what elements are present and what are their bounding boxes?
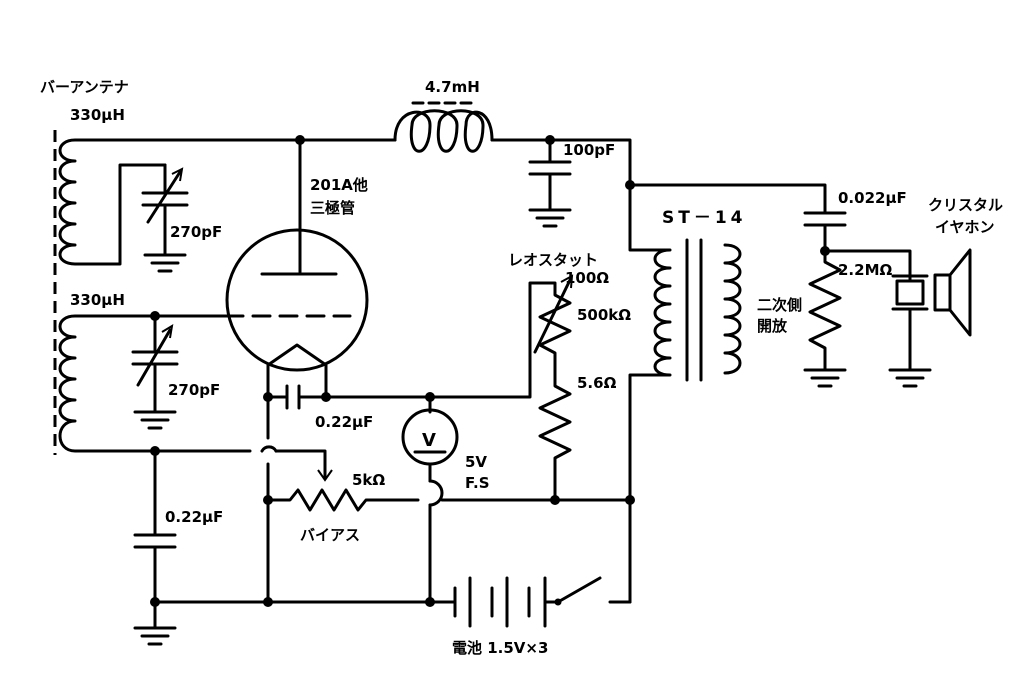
label-tube-name: 201A他 [310,176,368,194]
antenna-coil-1 [58,138,302,266]
label-coupling-cap: 0.022μF [838,189,907,207]
voltmeter [401,395,459,604]
label-plate-resistor: 500kΩ [577,306,631,324]
junction-dots [150,135,830,607]
label-secondary-2: 開放 [757,317,788,335]
coupling-capacitor [803,211,847,253]
crystal-earphone [888,248,972,388]
label-c1: 270pF [170,223,222,241]
label-bar-antenna: バーアンテナ [40,78,129,96]
label-bias: バイアス [300,526,360,544]
label-earphone-2: イヤホン [935,218,995,236]
load-resistor [803,249,847,388]
ground-capacitor [133,449,177,646]
label-earphone-1: クリスタル [928,196,1003,214]
series-resistor [538,370,572,502]
label-transformer: ST－14 [662,208,747,228]
label-series-resistor: 5.6Ω [577,374,617,392]
battery [153,576,560,628]
label-tube-type: 三極管 [310,199,355,217]
rf-choke [298,101,632,187]
bias-potentiometer [266,449,632,512]
rheostat [533,274,574,374]
label-choke: 4.7mH [425,78,480,96]
antenna-coil-2 [58,314,252,453]
label-rheostat: レオスタット [508,251,598,269]
label-ground-cap: 0.22μF [165,508,223,526]
filament-bypass-capacitor [266,384,328,410]
triode-tube [225,138,369,382]
transformer-st14 [628,183,742,604]
label-l1: 330μH [70,106,125,124]
label-meter-symbol: V [422,430,436,451]
label-plate-cap: 100pF [563,141,615,159]
label-load-resistor: 2.2MΩ [838,261,892,279]
label-meter-range-1: 5V [465,453,487,471]
tuning-capacitor-1 [141,163,189,273]
label-battery: 電池 1.5V×3 [452,639,548,657]
label-c2: 270pF [168,381,220,399]
label-bias-resistor: 5kΩ [352,471,385,489]
label-filament-cap: 0.22μF [315,413,373,431]
label-meter-range-2: F.S [465,474,490,492]
label-secondary-1: 二次側 [757,296,802,314]
power-switch [554,576,632,606]
label-l2: 330μH [70,291,125,309]
label-rheostat-value: 100Ω [565,269,609,287]
tuning-capacitor-2 [131,314,179,430]
